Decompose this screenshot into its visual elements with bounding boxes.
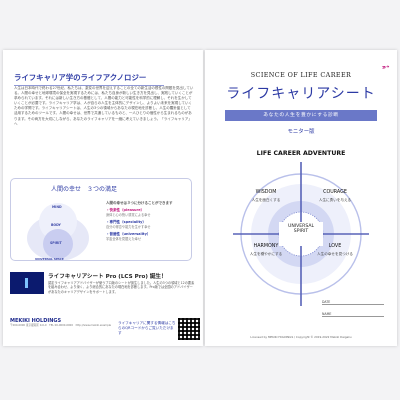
science-title: SCIENCE OF LIFE CAREER xyxy=(250,71,352,79)
company-block: MEKIKI HOLDINGS 〒000-0000 東京都港区 0-0-0 TE… xyxy=(10,318,120,328)
intro-title: ライフキャリア学のライフアクノロジー xyxy=(14,72,164,86)
happiness-item-speciality: ・専門性（speciality） xyxy=(106,220,146,224)
quadrant-wisdom-name: WISDOM xyxy=(255,190,277,195)
monitor-label: モニター版 xyxy=(287,129,315,135)
happiness-sub-pleasure: 身体と心の快い感覚による幸せ xyxy=(106,213,151,217)
happiness-item-pleasure: ・快楽性（pleasure） xyxy=(106,208,145,212)
quadrant-love-name: LOVE xyxy=(328,244,342,249)
quadrant-courage-name: COURAGE xyxy=(323,190,347,195)
triad-label-spirit: SPIRIT xyxy=(50,241,62,245)
main-title: ライフキャリアシート xyxy=(205,83,397,103)
main-title-text: ライフキャリア xyxy=(226,86,331,102)
quadrant-wisdom: WISDOM 人生を面白くする xyxy=(241,190,291,203)
life-career-compass xyxy=(233,162,369,306)
happiness-list: 人間の幸せは３つに分けることができます ・快楽性（pleasure） 身体と心の… xyxy=(106,201,190,242)
adventure-title: LIFE CAREER ADVENTURE xyxy=(256,150,346,157)
happiness-sub-speciality: 自分の得意や能力を生かす幸せ xyxy=(106,225,151,229)
quadrant-wisdom-sub: 人生を面白くする xyxy=(251,198,281,202)
center-label-background xyxy=(279,222,323,246)
center-label: UNIVERSAL SPIRIT xyxy=(287,224,315,235)
quadrant-harmony: HARMONY 人生を穏やかにする xyxy=(241,244,291,257)
quadrant-courage-sub: 人生に勇いを与える xyxy=(318,198,352,202)
copyright: Licensed by MEKIKI HOLDINGS / Copyright … xyxy=(250,335,352,339)
quadrant-harmony-sub: 人生を穏やかにする xyxy=(249,252,283,256)
triad-label-mind: MIND xyxy=(52,205,62,209)
name-field[interactable]: NAME xyxy=(322,312,384,317)
main-title-suffix: シート xyxy=(330,86,376,102)
happiness-head: 人間の幸せは３つに分けることができます xyxy=(106,201,173,205)
company-info: 〒000-0000 東京都港区 0-0-0 TEL 00-0000-0000 h… xyxy=(10,324,112,327)
lcs-pro-thumbnail xyxy=(10,272,44,294)
lcs-pro-title: ライフキャリアシート Pro (LCS Pro) 誕生！ xyxy=(48,274,167,280)
triad-label-universal: UNIVERSAL SPACE xyxy=(35,257,64,261)
lcs-pro-text: 認定ライフキャリアアドバイザーが使うプロ版のシートが誕生しました。人生の3つの領… xyxy=(48,281,195,294)
happiness-item-universality: ・普遍性（universality） xyxy=(106,232,151,236)
intro-text: 人生は日本時代で終わる27世紀、私たちは、激変の世界を迎えすることの全ての新生活… xyxy=(14,86,194,126)
triad-label-body: BODY xyxy=(51,223,61,227)
quadrant-love: LOVE 人生の幸せを見つける xyxy=(310,244,360,257)
diagram-title: 人間の幸せ ３つの満足 xyxy=(51,186,118,193)
quadrant-harmony-name: HARMONY xyxy=(253,244,279,249)
quadrant-courage: COURAGE 人生に勇いを与える xyxy=(310,190,360,203)
company-name: MEKIKI HOLDINGS xyxy=(10,318,62,324)
happiness-diagram-box: 人間の幸せ ３つの満足 MIND BODY SPIRIT UNIVERSAL S… xyxy=(10,178,192,261)
qr-code-icon[interactable] xyxy=(178,318,200,340)
qr-note: ライフキャリアに関する情報はこちらのQRコードからご覧いただけます xyxy=(118,321,176,335)
triad-diagram: MIND BODY SPIRIT UNIVERSAL SPACE xyxy=(21,201,101,261)
date-field[interactable]: DATE xyxy=(322,300,384,305)
happiness-sub-universality: 宇宙全体を見据えた幸せ xyxy=(106,237,142,241)
quadrant-love-sub: 人生の幸せを見つける xyxy=(317,252,353,256)
tagline-band: あなたの人生を豊かにする診断 xyxy=(225,110,377,121)
left-page xyxy=(3,50,203,346)
triad-center xyxy=(43,229,73,259)
